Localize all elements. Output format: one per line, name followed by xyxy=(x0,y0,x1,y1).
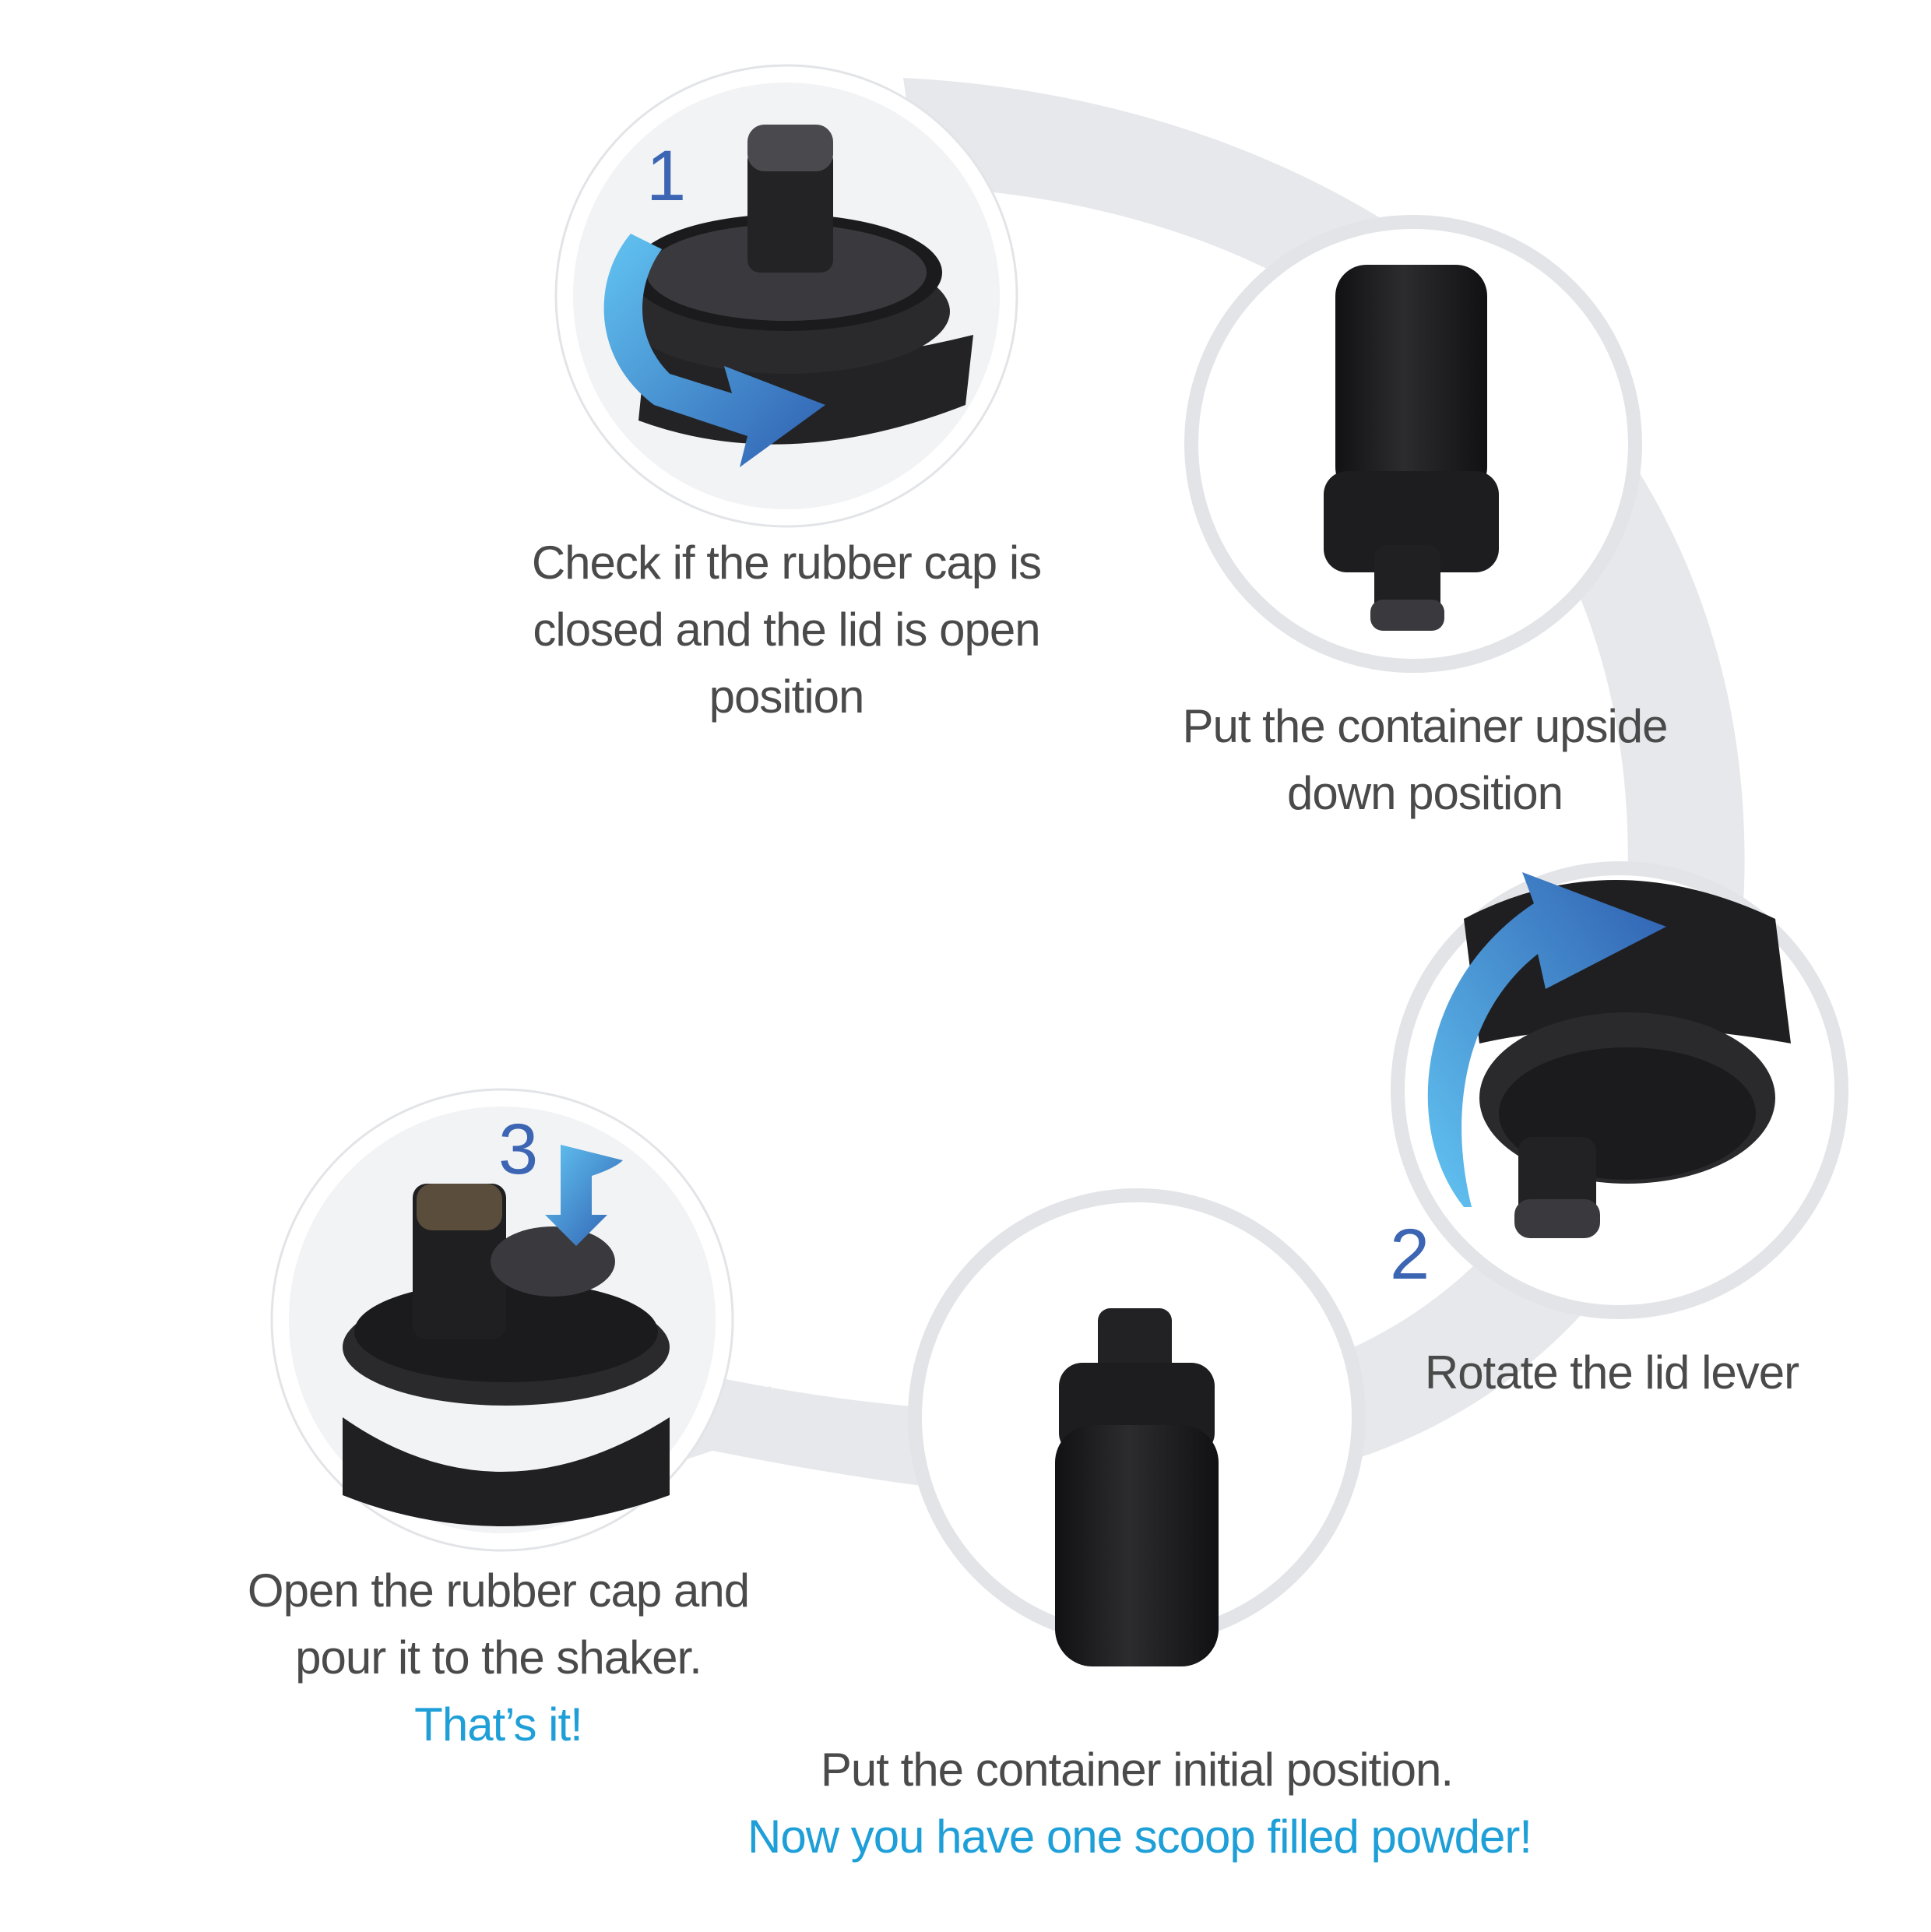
step-2-image xyxy=(1391,861,1848,1319)
step-2-caption: Rotate the lid lever xyxy=(1378,1339,1845,1406)
caption-line: down position xyxy=(1287,767,1563,819)
step-upright-image xyxy=(908,1188,1366,1666)
caption-line: Check if the rubber cap is xyxy=(531,537,1042,589)
caption-line: position xyxy=(709,670,865,723)
step-number-3: 3 xyxy=(498,1110,539,1189)
caption-line: Rotate the lid lever xyxy=(1424,1346,1799,1399)
caption-accent-line: Now you have one scoop filled powder! xyxy=(747,1811,1532,1863)
step-upside-down-image xyxy=(1184,215,1642,673)
step-number-2: 2 xyxy=(1390,1215,1430,1294)
step-upright-caption: Put the container initial position. Now … xyxy=(747,1737,1532,1870)
step-1-caption: Check if the rubber cap is closed and th… xyxy=(514,530,1059,730)
caption-line: closed and the lid is open xyxy=(533,604,1040,656)
step-3-image xyxy=(270,1088,734,1552)
caption-accent-line: That’s it! xyxy=(414,1698,583,1751)
step-1-image xyxy=(554,64,1018,528)
step-3-caption: Open the rubber cap and pour it to the s… xyxy=(234,1557,763,1758)
caption-line: Put the container initial position. xyxy=(820,1744,1454,1796)
step-number-1: 1 xyxy=(646,136,687,216)
step-upside-down-caption: Put the container upside down position xyxy=(1152,693,1697,827)
caption-line: Open the rubber cap and xyxy=(247,1564,750,1617)
caption-line: Put the container upside xyxy=(1182,700,1668,752)
caption-line: pour it to the shaker. xyxy=(295,1631,702,1684)
